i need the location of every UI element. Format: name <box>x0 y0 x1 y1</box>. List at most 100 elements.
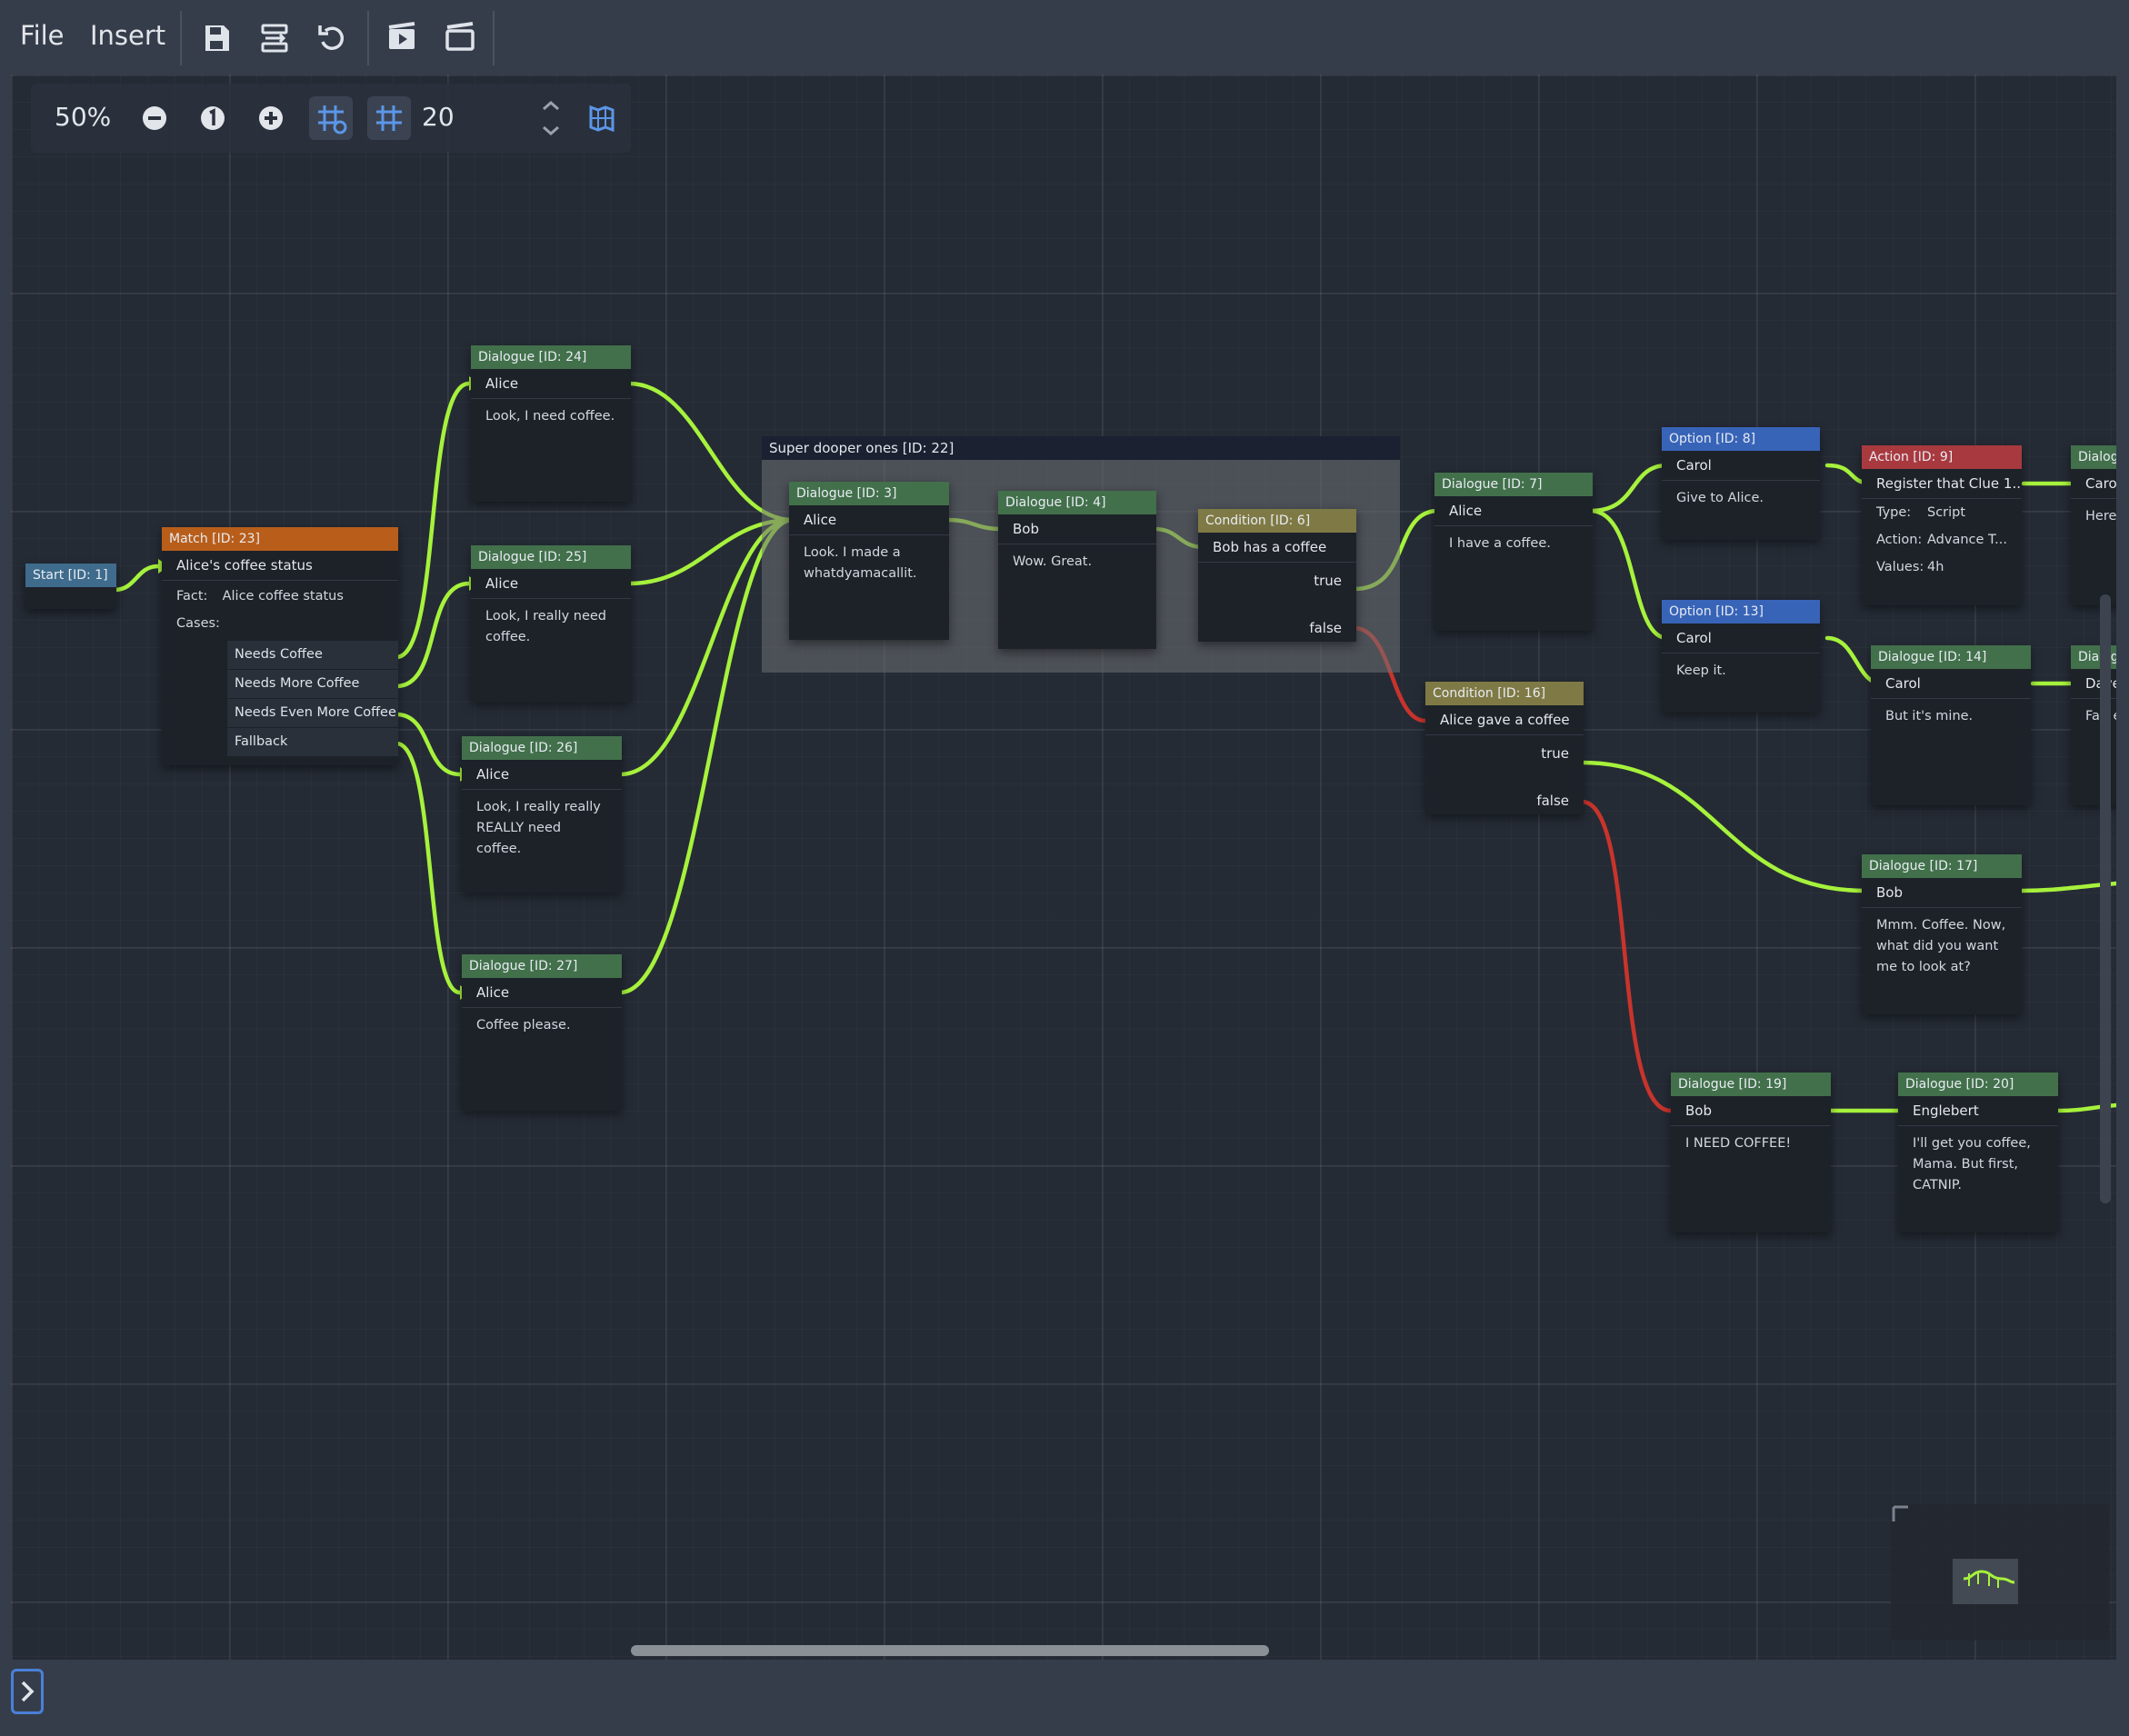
zoom-in-icon[interactable] <box>249 96 293 140</box>
true-port-label: true <box>1314 573 1342 589</box>
speaker-name: Carol <box>2071 469 2116 499</box>
play-icon[interactable] <box>380 16 424 60</box>
wire-match-to-25 <box>394 581 472 689</box>
wire-match-to-26 <box>394 712 463 777</box>
node-title: Option [ID: 8] <box>1662 427 1820 451</box>
values-field: Values:4h <box>1862 554 2022 581</box>
node-title: Dialogue [ID: 27] <box>462 954 622 978</box>
fact-label: Fact: <box>176 589 208 604</box>
node-title: Dialogue [ID: 17] <box>1862 854 2022 878</box>
condition-node-6[interactable]: Condition [ID: 6] Bob has a coffee true … <box>1198 509 1356 642</box>
snap-distance-value[interactable]: 20 <box>422 102 455 132</box>
dialogue-node-25[interactable]: Dialogue [ID: 25] Alice Look, I really n… <box>471 545 631 702</box>
toolbar-separator <box>180 11 182 65</box>
zoom-level: 50% <box>55 102 112 132</box>
speaker-name: Alice <box>1434 496 1593 526</box>
values-label: Values: <box>1876 560 1924 574</box>
node-title: Match [ID: 23] <box>162 527 398 551</box>
node-title: Dialogue [ID: 3] <box>789 482 949 505</box>
speaker-name: Alice <box>471 369 631 399</box>
dialogue-node-7[interactable]: Dialogue [ID: 7] Alice I have a coffee. <box>1434 473 1593 631</box>
match-node[interactable]: Match [ID: 23] Alice's coffee status Fac… <box>162 527 398 765</box>
grid-toggle-icon[interactable] <box>367 96 411 140</box>
dialogue-node-26[interactable]: Dialogue [ID: 26] Alice Look, I really r… <box>462 736 622 893</box>
condition-node-16[interactable]: Condition [ID: 16] Alice gave a coffee t… <box>1425 682 1584 814</box>
dialogue-node-4[interactable]: Dialogue [ID: 4] Bob Wow. Great. <box>998 491 1156 649</box>
dialogue-node-17[interactable]: Dialogue [ID: 17] Bob Mmm. Coffee. Now, … <box>1862 854 2022 1014</box>
undo-icon[interactable] <box>311 16 355 60</box>
zoom-out-icon[interactable] <box>133 96 176 140</box>
case-item: Needs Even More Coffee <box>227 699 398 728</box>
node-title: Dialogue [ID: 14] <box>1871 645 2031 669</box>
option-node-13[interactable]: Option [ID: 13] Carol Keep it. <box>1662 600 1820 713</box>
dialogue-node-19[interactable]: Dialogue [ID: 19] Bob I NEED COFFEE! <box>1671 1073 1831 1232</box>
speaker-name: Alice <box>462 978 622 1008</box>
clapper-icon[interactable] <box>438 16 482 60</box>
split-icon[interactable] <box>253 16 296 60</box>
minimap[interactable] <box>1891 1504 2109 1641</box>
vertical-scrollbar[interactable] <box>2100 594 2111 1203</box>
snap-grid-icon[interactable] <box>309 96 353 140</box>
chevron-right-icon <box>21 1681 35 1702</box>
zoom-toolbar: 50% 20 <box>31 84 631 153</box>
dialogue-text: Here <box>2085 509 2116 524</box>
values-value: 4h <box>1927 560 1944 574</box>
node-title: Dialog <box>2071 445 2116 469</box>
fact-field: Fact: Alice coffee status <box>162 583 398 610</box>
speaker-name: Alice <box>462 760 622 790</box>
dialogue-text: But it's mine. <box>1885 709 1974 723</box>
case-item: Fallback <box>227 728 398 757</box>
node-title: Condition [ID: 16] <box>1425 682 1584 705</box>
case-item: Needs Coffee <box>227 641 398 670</box>
toolbar-separator <box>493 11 495 65</box>
action-field-label: Action: <box>1876 533 1923 547</box>
case-item: Needs More Coffee <box>227 670 398 699</box>
start-node[interactable]: Start [ID: 1] <box>25 564 116 609</box>
menu-bar: File Insert <box>0 0 2129 75</box>
dialogue-node-14[interactable]: Dialogue [ID: 14] Carol But it's mine. <box>1871 645 2031 805</box>
dialogue-node-24[interactable]: Dialogue [ID: 24] Alice Look, I need cof… <box>471 345 631 502</box>
node-title: Option [ID: 13] <box>1662 600 1820 624</box>
graph-canvas[interactable]: Super dooper ones [ID: 22] Start [ID: 1]… <box>11 75 2116 1660</box>
action-value: Advance T... <box>1927 533 2007 547</box>
node-title: Start [ID: 1] <box>25 564 116 587</box>
dialogue-node-20[interactable]: Dialogue [ID: 20] Englebert I'll get you… <box>1898 1073 2058 1232</box>
option-node-8[interactable]: Option [ID: 8] Carol Give to Alice. <box>1662 427 1820 540</box>
dialogue-text: Mmm. Coffee. Now, what did you want me t… <box>1876 918 2006 974</box>
dialogue-node-partial-a[interactable]: Dialog Carol Here <box>2071 445 2116 605</box>
save-icon[interactable] <box>195 16 238 60</box>
condition-label: Alice gave a coffee <box>1425 705 1584 735</box>
action-label: Register that Clue 1... <box>1862 469 2022 499</box>
minimap-icon[interactable] <box>580 96 624 140</box>
speaker-name: Carol <box>1662 624 1820 653</box>
dialogue-text: Look, I really need coffee. <box>485 609 606 644</box>
zoom-reset-icon[interactable] <box>191 96 235 140</box>
insert-menu[interactable]: Insert <box>90 20 166 51</box>
toolbar-separator <box>367 11 369 65</box>
group-title[interactable]: Super dooper ones [ID: 22] <box>762 436 1400 460</box>
action-node-9[interactable]: Action [ID: 9] Register that Clue 1... T… <box>1862 445 2022 605</box>
wire-7-to-13 <box>1588 508 1670 641</box>
dialogue-node-27[interactable]: Dialogue [ID: 27] Alice Coffee please. <box>462 954 622 1111</box>
speaker-name: Bob <box>1671 1096 1831 1126</box>
true-port-label: true <box>1541 745 1569 762</box>
dialogue-text: Wow. Great. <box>1013 554 1093 569</box>
option-text: Keep it. <box>1676 663 1726 678</box>
wire-match-to-27 <box>394 741 463 995</box>
minimap-preview <box>1892 1505 2018 1604</box>
false-port-label: false <box>1536 793 1569 809</box>
speaker-name: Carol <box>1662 451 1820 481</box>
speaker-name: Bob <box>1862 878 2022 908</box>
dialogue-node-3[interactable]: Dialogue [ID: 3] Alice Look. I made a wh… <box>789 482 949 640</box>
node-title: Dialogue [ID: 25] <box>471 545 631 569</box>
node-title: Dialogue [ID: 19] <box>1671 1073 1831 1096</box>
bottom-panel-toggle[interactable] <box>11 1669 44 1714</box>
horizontal-scrollbar[interactable] <box>631 1645 1269 1656</box>
node-title: Action [ID: 9] <box>1862 445 2022 469</box>
speaker-name: Englebert <box>1898 1096 2058 1126</box>
spinner-arrows-icon[interactable] <box>533 96 569 140</box>
file-menu[interactable]: File <box>20 20 65 51</box>
speaker-name: Carol <box>1871 669 2031 699</box>
connection-layer <box>112 376 2116 1118</box>
node-title: Dialogue [ID: 26] <box>462 736 622 760</box>
